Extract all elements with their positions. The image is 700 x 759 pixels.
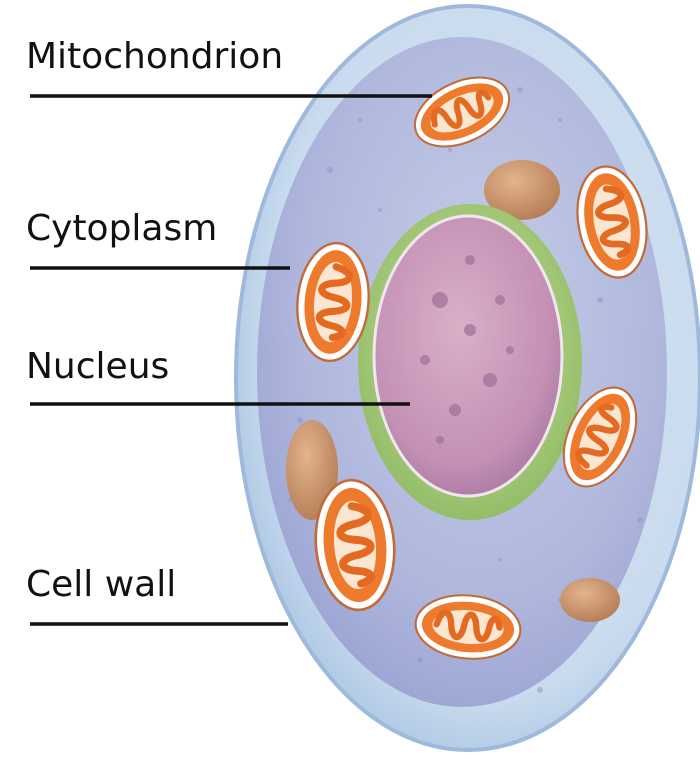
label-mitochondrion: Mitochondrion bbox=[26, 36, 283, 77]
label-cell-wall: Cell wall bbox=[26, 564, 176, 605]
label-nucleus: Nucleus bbox=[26, 346, 169, 387]
cell bbox=[236, 6, 700, 750]
label-cell-wall-group: Cell wall bbox=[26, 564, 288, 624]
label-cytoplasm: Cytoplasm bbox=[26, 208, 217, 249]
vacuole bbox=[560, 578, 620, 622]
